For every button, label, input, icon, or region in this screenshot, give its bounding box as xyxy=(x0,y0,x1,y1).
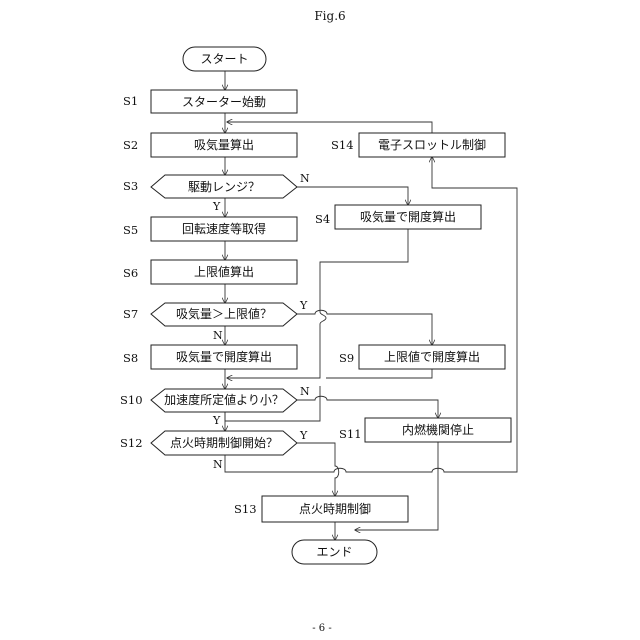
step-s1: S1 スターター始動 xyxy=(123,90,297,113)
s3-yes-label: Y xyxy=(212,200,221,213)
step-id-s13: S13 xyxy=(234,502,257,516)
step-id-s6: S6 xyxy=(123,266,138,280)
step-label-s11: 内燃機関停止 xyxy=(402,422,474,437)
step-label-s7: 吸気量＞上限値？ xyxy=(176,306,272,321)
figure-label: Fig.6 xyxy=(314,9,345,23)
step-label-s8: 吸気量で開度算出 xyxy=(176,349,272,364)
step-s4: S4 吸気量で開度算出 xyxy=(315,205,481,229)
step-label-s13: 点火時期制御 xyxy=(299,501,371,516)
arrow-s10-no-s11 xyxy=(297,396,438,418)
step-id-s10: S10 xyxy=(120,393,143,407)
step-label-s6: 上限値算出 xyxy=(194,264,254,279)
step-id-s8: S8 xyxy=(123,351,138,365)
step-id-s14: S14 xyxy=(331,138,354,152)
arrow-s3-no-s4 xyxy=(297,187,408,205)
step-label-s12: 点火時期制御開始？ xyxy=(170,435,278,450)
start-label: スタート xyxy=(200,52,248,66)
step-id-s3: S3 xyxy=(123,179,138,193)
decision-s10: S10 加速度所定値より小？ xyxy=(120,389,297,412)
s10-yes-label: Y xyxy=(212,414,221,427)
step-label-s14: 電子スロットル制御 xyxy=(378,137,486,152)
decision-s12: S12 点火時期制御開始？ xyxy=(120,431,297,455)
step-id-s1: S1 xyxy=(123,94,138,108)
step-s14: S14 電子スロットル制御 xyxy=(331,133,505,157)
step-label-s5: 回転速度等取得 xyxy=(182,221,266,236)
start-terminal: スタート xyxy=(183,47,266,71)
step-s11: S11 内燃機関停止 xyxy=(339,418,511,442)
arrow-s7-yes-s9 xyxy=(297,310,432,345)
step-id-s12: S12 xyxy=(120,436,143,450)
step-label-s9: 上限値で開度算出 xyxy=(384,349,480,364)
decision-s3: S3 駆動レンジ？ xyxy=(123,175,297,198)
arrow-s14-loop xyxy=(227,122,432,133)
step-id-s9: S9 xyxy=(339,351,354,365)
decision-s7: S7 吸気量＞上限値？ xyxy=(123,303,297,326)
line-s9-merge xyxy=(326,369,432,378)
arrow-s12-yes-s13 xyxy=(297,443,339,496)
step-label-s3: 駆動レンジ？ xyxy=(188,180,260,194)
step-s13: S13 点火時期制御 xyxy=(234,496,408,522)
step-label-s10: 加速度所定値より小？ xyxy=(164,392,284,407)
step-s5: S5 回転速度等取得 xyxy=(123,217,297,241)
step-id-s4: S4 xyxy=(315,212,330,226)
s12-no-label: N xyxy=(213,458,223,471)
s7-yes-label: Y xyxy=(299,299,308,312)
step-s2: S2 吸気量算出 xyxy=(123,133,297,157)
step-label-s1: スターター始動 xyxy=(182,95,266,109)
step-s8: S8 吸気量で開度算出 xyxy=(123,345,297,369)
step-s9: S9 上限値で開度算出 xyxy=(339,345,505,369)
s3-no-label: N xyxy=(300,172,310,185)
s12-yes-label: Y xyxy=(299,429,308,442)
s10-no-label: N xyxy=(300,385,310,398)
step-id-s2: S2 xyxy=(123,138,138,152)
step-label-s2: 吸気量算出 xyxy=(194,137,254,152)
step-label-s4: 吸気量で開度算出 xyxy=(360,209,456,224)
step-id-s7: S7 xyxy=(123,307,138,321)
step-id-s11: S11 xyxy=(339,427,362,441)
end-label: エンド xyxy=(316,545,352,559)
step-id-s5: S5 xyxy=(123,223,138,237)
page-number: - 6 - xyxy=(312,623,331,634)
s7-no-label: N xyxy=(213,329,223,342)
step-s6: S6 上限値算出 xyxy=(123,260,297,284)
end-terminal: エンド xyxy=(292,540,377,564)
